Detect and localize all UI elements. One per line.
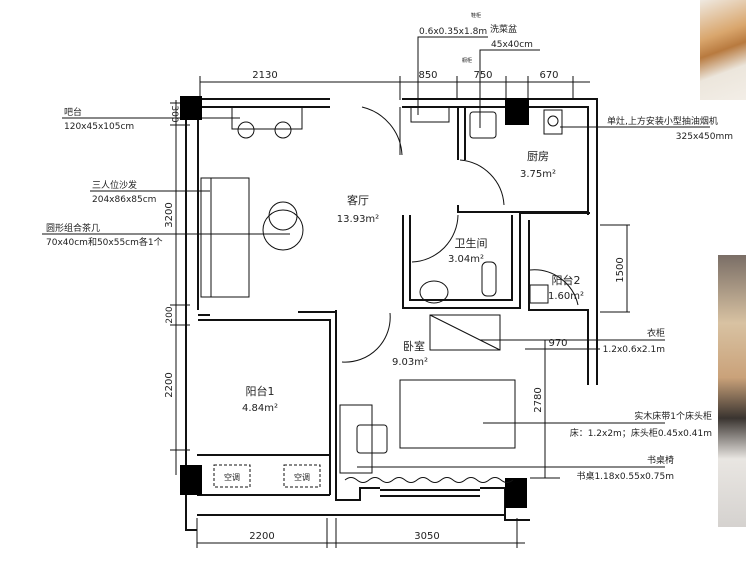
washing-machine (529, 284, 549, 304)
cabinet-label: 橱柜 (462, 57, 472, 64)
bar-stool (237, 121, 255, 139)
kitchen-photo (718, 255, 746, 527)
desk-size: 书桌1.18x0.55x0.75m (576, 470, 674, 482)
dim-left: 3200 (164, 202, 175, 227)
ac-label: 空调 (294, 472, 310, 482)
room-name-balcony1: 阳台1 (246, 384, 275, 398)
balcony2-door-swing (529, 269, 579, 306)
dim-top: 850 (418, 70, 437, 81)
wardrobe-label: 衣柜 (647, 327, 665, 339)
entry-door-swing (361, 106, 403, 156)
furniture-photo (700, 0, 746, 100)
coffee-table-large (262, 209, 304, 251)
room-name-kitchen: 厨房 (527, 150, 549, 163)
room-name-bathroom: 卫生间 (455, 236, 488, 250)
dim-top: 2130 (252, 70, 277, 81)
room-area-balcony2: 1.60m² (548, 291, 584, 302)
dim-top: 750 (473, 70, 492, 81)
room-name-bedroom: 卧室 (403, 339, 425, 353)
stove-label: 单灶,上方安装小型抽油烟机 (607, 115, 718, 127)
stove (543, 109, 563, 135)
dim-left: 200 (165, 306, 175, 323)
dim-left: 2200 (164, 372, 175, 397)
curtain (344, 477, 514, 483)
coffee-table-size: 70x40cm和50x55cm各1个 (46, 236, 163, 248)
bathtub (481, 261, 497, 297)
room-area-bathroom: 3.04m² (448, 254, 484, 265)
room-area-bedroom: 9.03m² (392, 357, 428, 368)
bar-stool (274, 121, 292, 139)
room-name-living: 客厅 (347, 193, 369, 207)
sofa-size: 204x86x85cm (92, 195, 156, 205)
walls (185, 98, 598, 531)
dim-right: 2780 (533, 387, 544, 412)
wardrobe (429, 314, 501, 351)
sofa-label: 三人位沙发 (92, 179, 137, 191)
furniture (200, 106, 579, 488)
bar-counter (231, 106, 303, 130)
sink-label: 洗菜盆 (490, 23, 517, 35)
coffee-table-small (268, 201, 298, 231)
dim-right: 1500 (615, 257, 626, 282)
desk-chair (356, 424, 388, 454)
kitchen-sink (469, 111, 497, 139)
room-area-kitchen: 3.75m² (520, 169, 556, 180)
ac-label: 空调 (224, 472, 240, 482)
bar-label: 吧台 (64, 106, 82, 118)
bed-label: 实木床带1个床头柜 (634, 410, 712, 422)
dim-right: 970 (548, 338, 567, 349)
dim-bottom: 3050 (414, 531, 439, 542)
desk-label: 书桌椅 (647, 454, 674, 466)
shoe-cabinet-label: 鞋柜 (471, 12, 481, 19)
columns (180, 96, 529, 508)
ac-unit (213, 464, 251, 488)
coffee-table-label: 圆形组合茶几 (46, 222, 100, 234)
dim-top: 670 (539, 70, 558, 81)
dim-bottom: 2200 (249, 531, 274, 542)
bath-door-swing (411, 214, 459, 263)
ac-unit (283, 464, 321, 488)
room-area-living: 13.93m² (337, 214, 379, 225)
shoe-cabinet-size: 0.6x0.35x1.8m (419, 27, 487, 37)
bar-size: 120x45x105cm (64, 122, 134, 132)
wardrobe-size: 1.2x0.6x2.1m (603, 345, 665, 355)
room-name-balcony2: 阳台2 (552, 273, 581, 287)
dim-left: 300 (169, 105, 179, 122)
toilet (419, 280, 449, 304)
sofa (200, 177, 250, 298)
room-area-balcony1: 4.84m² (242, 403, 278, 414)
bed-size: 床：1.2x2m；床头柜0.45x0.41m (570, 427, 712, 439)
sink-size: 45x40cm (491, 40, 533, 50)
stove-size: 325x450mm (676, 132, 733, 142)
bedroom-door-swing (341, 312, 391, 363)
kitchen-door-swing (459, 159, 505, 206)
shoe-cabinet (410, 106, 450, 123)
desk (339, 404, 373, 474)
bed (399, 379, 516, 449)
